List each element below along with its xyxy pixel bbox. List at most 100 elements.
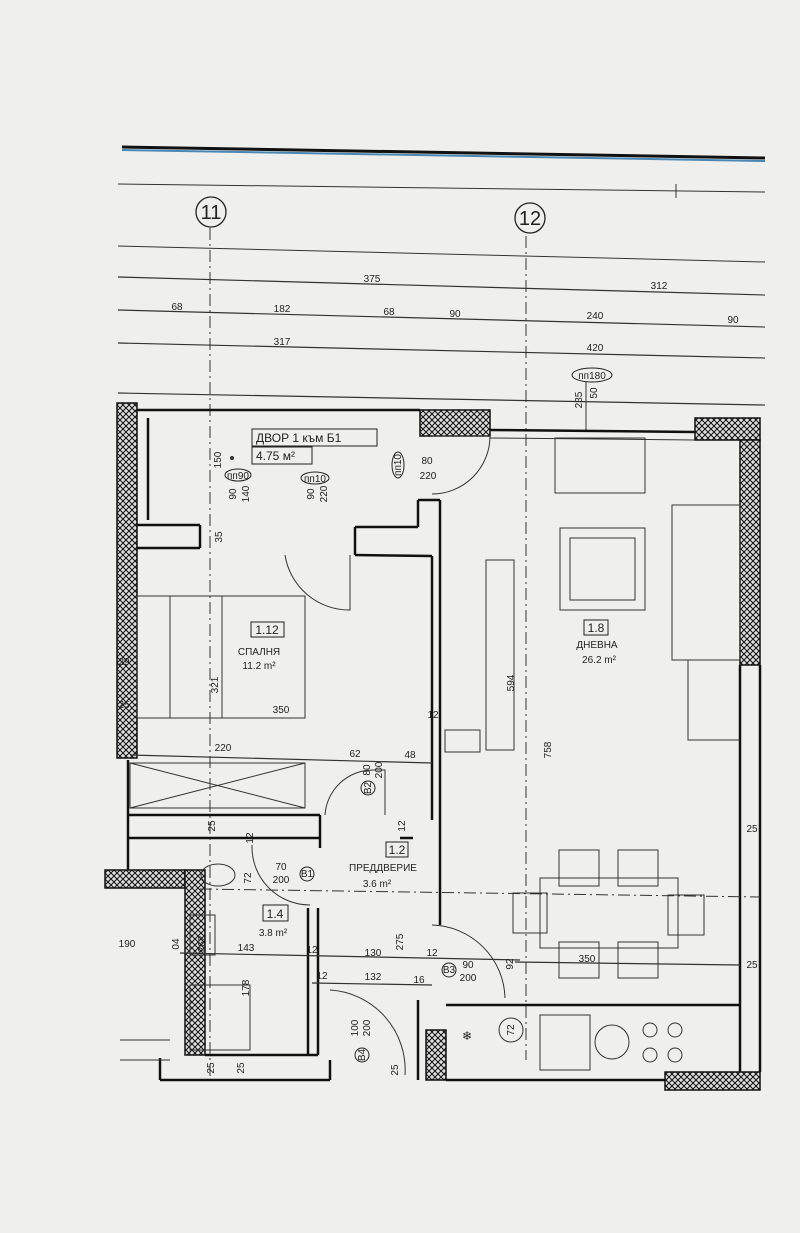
door-tag-b3: B3 90 200	[441, 960, 477, 984]
dim-240: 240	[587, 311, 604, 322]
dim-182: 182	[274, 304, 291, 315]
yard-label: ДВОР 1 към Б1 4.75 м² 150 пп90 90 140 пп…	[213, 428, 437, 543]
svg-text:62: 62	[349, 749, 361, 760]
svg-text:90: 90	[462, 960, 474, 971]
svg-text:25: 25	[118, 700, 130, 711]
svg-text:143: 143	[238, 943, 255, 954]
svg-text:29: 29	[118, 657, 130, 668]
walls	[104, 402, 762, 1091]
door-tag-b4: 100 200 B4	[350, 1019, 373, 1063]
svg-text:220: 220	[420, 471, 437, 482]
bedroom-number: 1.12	[255, 623, 279, 637]
axis-gridlines	[117, 183, 766, 1080]
svg-text:80: 80	[421, 456, 433, 467]
dim-68b: 68	[383, 307, 395, 318]
svg-text:25: 25	[207, 820, 218, 832]
dim-90a: 90	[449, 309, 461, 320]
axis-label-11: 11	[201, 202, 222, 224]
dim-90b: 90	[727, 315, 739, 326]
window-tag-living: пп180 235 50	[571, 367, 613, 430]
hall-number: 1.2	[389, 843, 406, 857]
svg-text:100: 100	[350, 1019, 361, 1036]
axis-marker-11: 11	[195, 196, 227, 228]
svg-text:200: 200	[273, 875, 290, 886]
svg-text:25: 25	[746, 960, 758, 971]
yard-area: 4.75 м²	[256, 449, 295, 463]
bedroom-name: СПАЛНЯ	[238, 647, 280, 658]
room-bath: 1.4 3.8 m²	[259, 904, 289, 939]
dim-68a: 68	[171, 302, 183, 313]
svg-text:пп90: пп90	[227, 471, 249, 482]
svg-text:B4: B4	[357, 1048, 368, 1061]
svg-text:25: 25	[746, 824, 758, 835]
dim-317: 317	[274, 337, 291, 348]
dim-420: 420	[587, 343, 604, 354]
svg-text:758: 758	[543, 741, 554, 758]
svg-text:25: 25	[236, 1062, 247, 1074]
svg-text:12: 12	[306, 945, 318, 956]
svg-text:92: 92	[505, 958, 516, 970]
svg-text:70: 70	[275, 862, 287, 873]
svg-text:350: 350	[273, 705, 290, 716]
svg-text:пп10: пп10	[393, 454, 404, 476]
svg-text:B3: B3	[443, 965, 456, 976]
top-dimensions: 375 312 68 182 68 90 240 90 317 420	[171, 274, 739, 354]
svg-text:12: 12	[427, 710, 439, 721]
svg-text:220: 220	[319, 485, 330, 502]
svg-text:72: 72	[243, 872, 254, 884]
svg-text:80: 80	[362, 764, 373, 776]
svg-text:132: 132	[365, 972, 382, 983]
bedroom-area: 11.2 m²	[242, 661, 276, 672]
svg-text:90: 90	[228, 488, 239, 500]
door-swings	[251, 435, 506, 1076]
svg-text:B1: B1	[301, 869, 314, 880]
svg-text:275: 275	[395, 933, 406, 950]
svg-text:150: 150	[213, 451, 224, 468]
top-dimension-lines	[117, 276, 766, 406]
svg-text:235: 235	[574, 391, 585, 408]
svg-text:25: 25	[390, 1064, 401, 1076]
snowflake-icon: ❄	[462, 1029, 472, 1043]
svg-text:25: 25	[206, 1062, 217, 1074]
svg-text:35: 35	[214, 531, 225, 543]
svg-text:178: 178	[241, 979, 252, 996]
svg-text:594: 594	[506, 674, 517, 691]
svg-text:12: 12	[397, 820, 408, 832]
bath-area: 3.8 m²	[259, 928, 288, 939]
svg-text:48: 48	[404, 750, 416, 761]
svg-text:130: 130	[365, 948, 382, 959]
svg-text:262: 262	[197, 935, 208, 952]
door-tag-b2: 80 200 B2	[360, 761, 385, 796]
svg-text:пп180: пп180	[578, 371, 606, 382]
svg-text:12: 12	[245, 832, 256, 844]
svg-text:140: 140	[241, 485, 252, 502]
header-rule	[121, 145, 766, 162]
furniture: ❄	[129, 437, 741, 1071]
svg-text:72: 72	[506, 1024, 517, 1036]
svg-text:12: 12	[316, 971, 328, 982]
svg-text:350: 350	[579, 954, 596, 965]
hall-name: ПРЕДДВЕРИЕ	[349, 863, 417, 874]
hall-area: 3.6 m²	[363, 879, 392, 890]
svg-text:12: 12	[426, 948, 438, 959]
dim-312: 312	[651, 281, 668, 292]
inner-dimensions: 220 62 48 25 12 12 72 190 04 262 143 12 …	[119, 743, 521, 1076]
svg-text:200: 200	[374, 761, 385, 778]
dim-375: 375	[364, 274, 381, 285]
svg-text:190: 190	[119, 939, 136, 950]
svg-text:16: 16	[413, 975, 425, 986]
room-living: 1.8 ДНЕВНА 26.2 m² 594 758 25 350 25	[199, 619, 761, 971]
room-bedroom: 1.12 СПАЛНЯ 11.2 m² 321 350 29 25 12	[118, 621, 439, 721]
yard-title: ДВОР 1 към Б1	[256, 431, 342, 445]
bath-number: 1.4	[267, 907, 284, 921]
axis-marker-12: 12	[514, 202, 546, 234]
svg-text:321: 321	[210, 676, 221, 693]
svg-text:B2: B2	[363, 781, 374, 794]
svg-text:90: 90	[306, 488, 317, 500]
svg-text:200: 200	[362, 1019, 373, 1036]
room-hall: 1.2 ПРЕДДВЕРИЕ 3.6 m²	[349, 841, 417, 890]
living-name: ДНЕВНА	[576, 640, 618, 651]
svg-text:220: 220	[215, 743, 232, 754]
living-number: 1.8	[588, 621, 605, 635]
